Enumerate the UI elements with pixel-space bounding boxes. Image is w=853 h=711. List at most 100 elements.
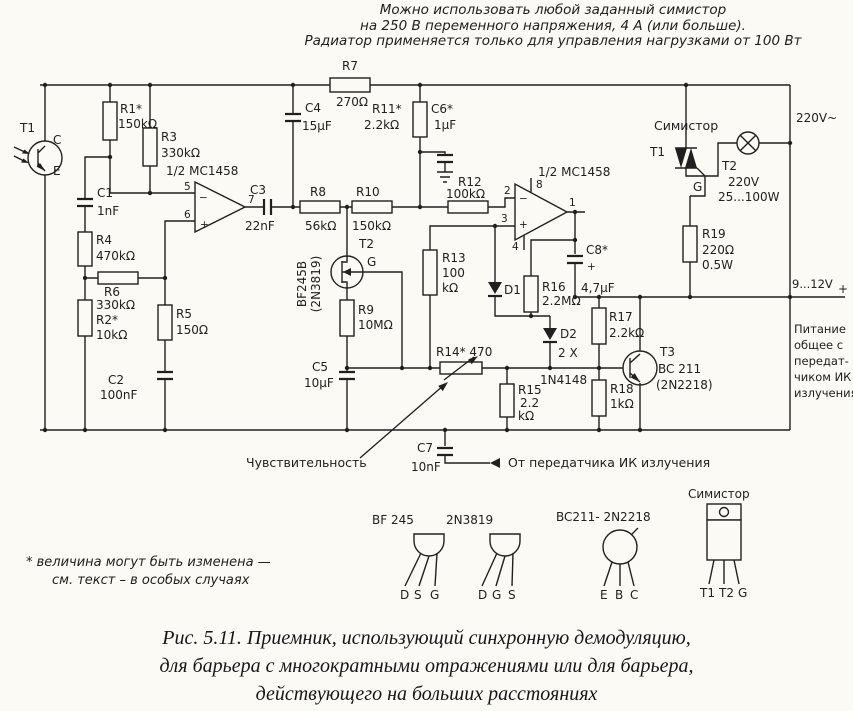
r16-ref-label: R16 xyxy=(542,280,566,294)
capacitor-c7: C7 10nF xyxy=(411,441,453,474)
r11-value-label: 2.2kΩ xyxy=(364,118,399,132)
triac-title-label: Симистор xyxy=(654,118,718,133)
pinout-bc211-title: BC211- 2N2218 xyxy=(556,510,651,524)
r1-body xyxy=(102,101,118,141)
junction-dot xyxy=(290,204,296,210)
junction-dot xyxy=(107,82,113,88)
r15-body xyxy=(499,383,515,418)
t2-internal xyxy=(341,256,363,288)
r7-ref-label: R7 xyxy=(342,59,358,73)
r16-body xyxy=(523,275,539,313)
c5-ref-label: C5 xyxy=(312,360,328,374)
c3-value-label: 22nF xyxy=(245,219,275,233)
r12-body xyxy=(447,200,489,214)
junction-dot xyxy=(417,204,423,210)
r19-body xyxy=(682,225,698,263)
r3-body xyxy=(142,127,158,167)
r2-value-label: 10kΩ xyxy=(96,328,127,342)
capacitor-c6: C6* 1μF xyxy=(431,102,456,183)
r1-ref-label: R1* xyxy=(120,102,142,116)
pinout-bc211: BC211- 2N2218 E B C xyxy=(556,510,651,602)
t2-name2-label: (2N3819) xyxy=(309,256,323,313)
diodes-type-label: 1N4148 xyxy=(540,373,587,387)
c2-ref-label: C2 xyxy=(108,373,124,387)
opamp2-pin8: 8 xyxy=(536,179,543,191)
junction-dot xyxy=(572,294,578,300)
light-arrows xyxy=(13,146,28,163)
capacitor-c2: C2 100nF xyxy=(100,370,173,402)
r14-wiper xyxy=(443,356,475,381)
junction-dot xyxy=(162,427,168,433)
r13-value2-label: kΩ xyxy=(442,281,458,295)
c8-ref-label: C8* xyxy=(586,243,608,257)
opamp1-plus: + xyxy=(200,219,209,231)
resistor-r7: R7 270Ω xyxy=(329,59,371,109)
d1-triangle xyxy=(488,282,502,294)
r18-value-label: 1kΩ xyxy=(610,397,634,411)
r11-ref-label: R11* xyxy=(372,102,402,116)
pinout-2n3819-title: 2N3819 xyxy=(446,513,493,527)
diode-d2: D2 2 X 1N4148 xyxy=(540,327,587,387)
triac-triangle-down xyxy=(675,148,687,168)
r6-value-label: 330kΩ xyxy=(96,298,135,312)
junction-dot xyxy=(687,294,693,300)
footnote: * величина могут быть изменена — см. тек… xyxy=(26,555,271,588)
r9-ref-label: R9 xyxy=(358,303,374,317)
junction-dot xyxy=(147,82,153,88)
resistor-r8: R8 56kΩ xyxy=(299,185,341,233)
r14-ref-label: R14* 470 xyxy=(436,345,492,359)
r8-body xyxy=(299,200,341,214)
wires xyxy=(40,84,845,464)
t1-ref-label: T1 xyxy=(19,121,35,135)
opamp1-body xyxy=(194,180,247,234)
junction-dot xyxy=(82,427,88,433)
r16-value-label: 2.2MΩ xyxy=(542,294,581,308)
triac-g-label: G xyxy=(693,180,702,194)
footnote-line1: * величина могут быть изменена — xyxy=(26,555,271,570)
r19-ref-label: R19 xyxy=(702,227,726,241)
top-note: Можно использовать любой заданный симист… xyxy=(255,2,851,50)
r3-value-label: 330kΩ xyxy=(161,146,200,160)
c2-value-label: 100nF xyxy=(100,388,138,402)
opamp2-body xyxy=(514,182,569,242)
c4-value-label: 15μF xyxy=(302,119,332,133)
junction-dot xyxy=(572,237,578,243)
c8-value-label: 4,7μF xyxy=(581,281,615,295)
bc211-pin-label: C xyxy=(630,588,638,602)
lamp-cross-icon xyxy=(739,134,757,152)
r4-value-label: 470kΩ xyxy=(96,249,135,263)
t1-e-label: E xyxy=(53,164,61,178)
r4-ref-label: R4 xyxy=(96,233,112,247)
r7-body xyxy=(329,77,371,93)
from-transmitter-arrowhead xyxy=(490,458,500,468)
c6-ground-icon xyxy=(437,171,453,183)
junction-dot xyxy=(442,427,448,433)
resistor-r17: R17 2.2kΩ xyxy=(591,307,644,345)
opamp1-mc1458: 1/2 MC1458 5 6 7 − + xyxy=(166,164,255,234)
pinout-triac-title: Симистор xyxy=(688,487,750,501)
r13-body xyxy=(422,249,438,296)
r5-value-label: 150Ω xyxy=(176,323,208,337)
c7-value-label: 10nF xyxy=(411,460,441,474)
bf245-pin-label: D xyxy=(400,588,409,602)
jfet-t2: T2 G BF245B (2N3819) xyxy=(295,237,376,312)
diode-d1: D1 xyxy=(488,282,521,298)
t2-gate-label: G xyxy=(367,255,376,269)
c6-value-label: 1μF xyxy=(434,118,456,132)
junction-dot xyxy=(596,427,602,433)
pinout-bf245: BF 245 D S G xyxy=(372,513,445,602)
c6-plates xyxy=(437,153,453,164)
caption-line1: Рис. 5.11. Приемник, использующий синхро… xyxy=(162,627,691,649)
capacitor-c1: C1 1nF xyxy=(77,186,119,218)
opamp1-minus: − xyxy=(199,192,208,204)
r10-body xyxy=(351,200,393,214)
junction-dot xyxy=(504,427,510,433)
triac: Симистор T1 T2 G xyxy=(649,118,737,194)
junction-dot xyxy=(637,294,643,300)
resistor-r4: R4 470kΩ xyxy=(77,231,135,267)
d2-triangle xyxy=(543,328,557,340)
r15-ref-label: R15 xyxy=(518,383,542,397)
c3-plates xyxy=(262,199,273,215)
junction-dot xyxy=(504,365,510,371)
